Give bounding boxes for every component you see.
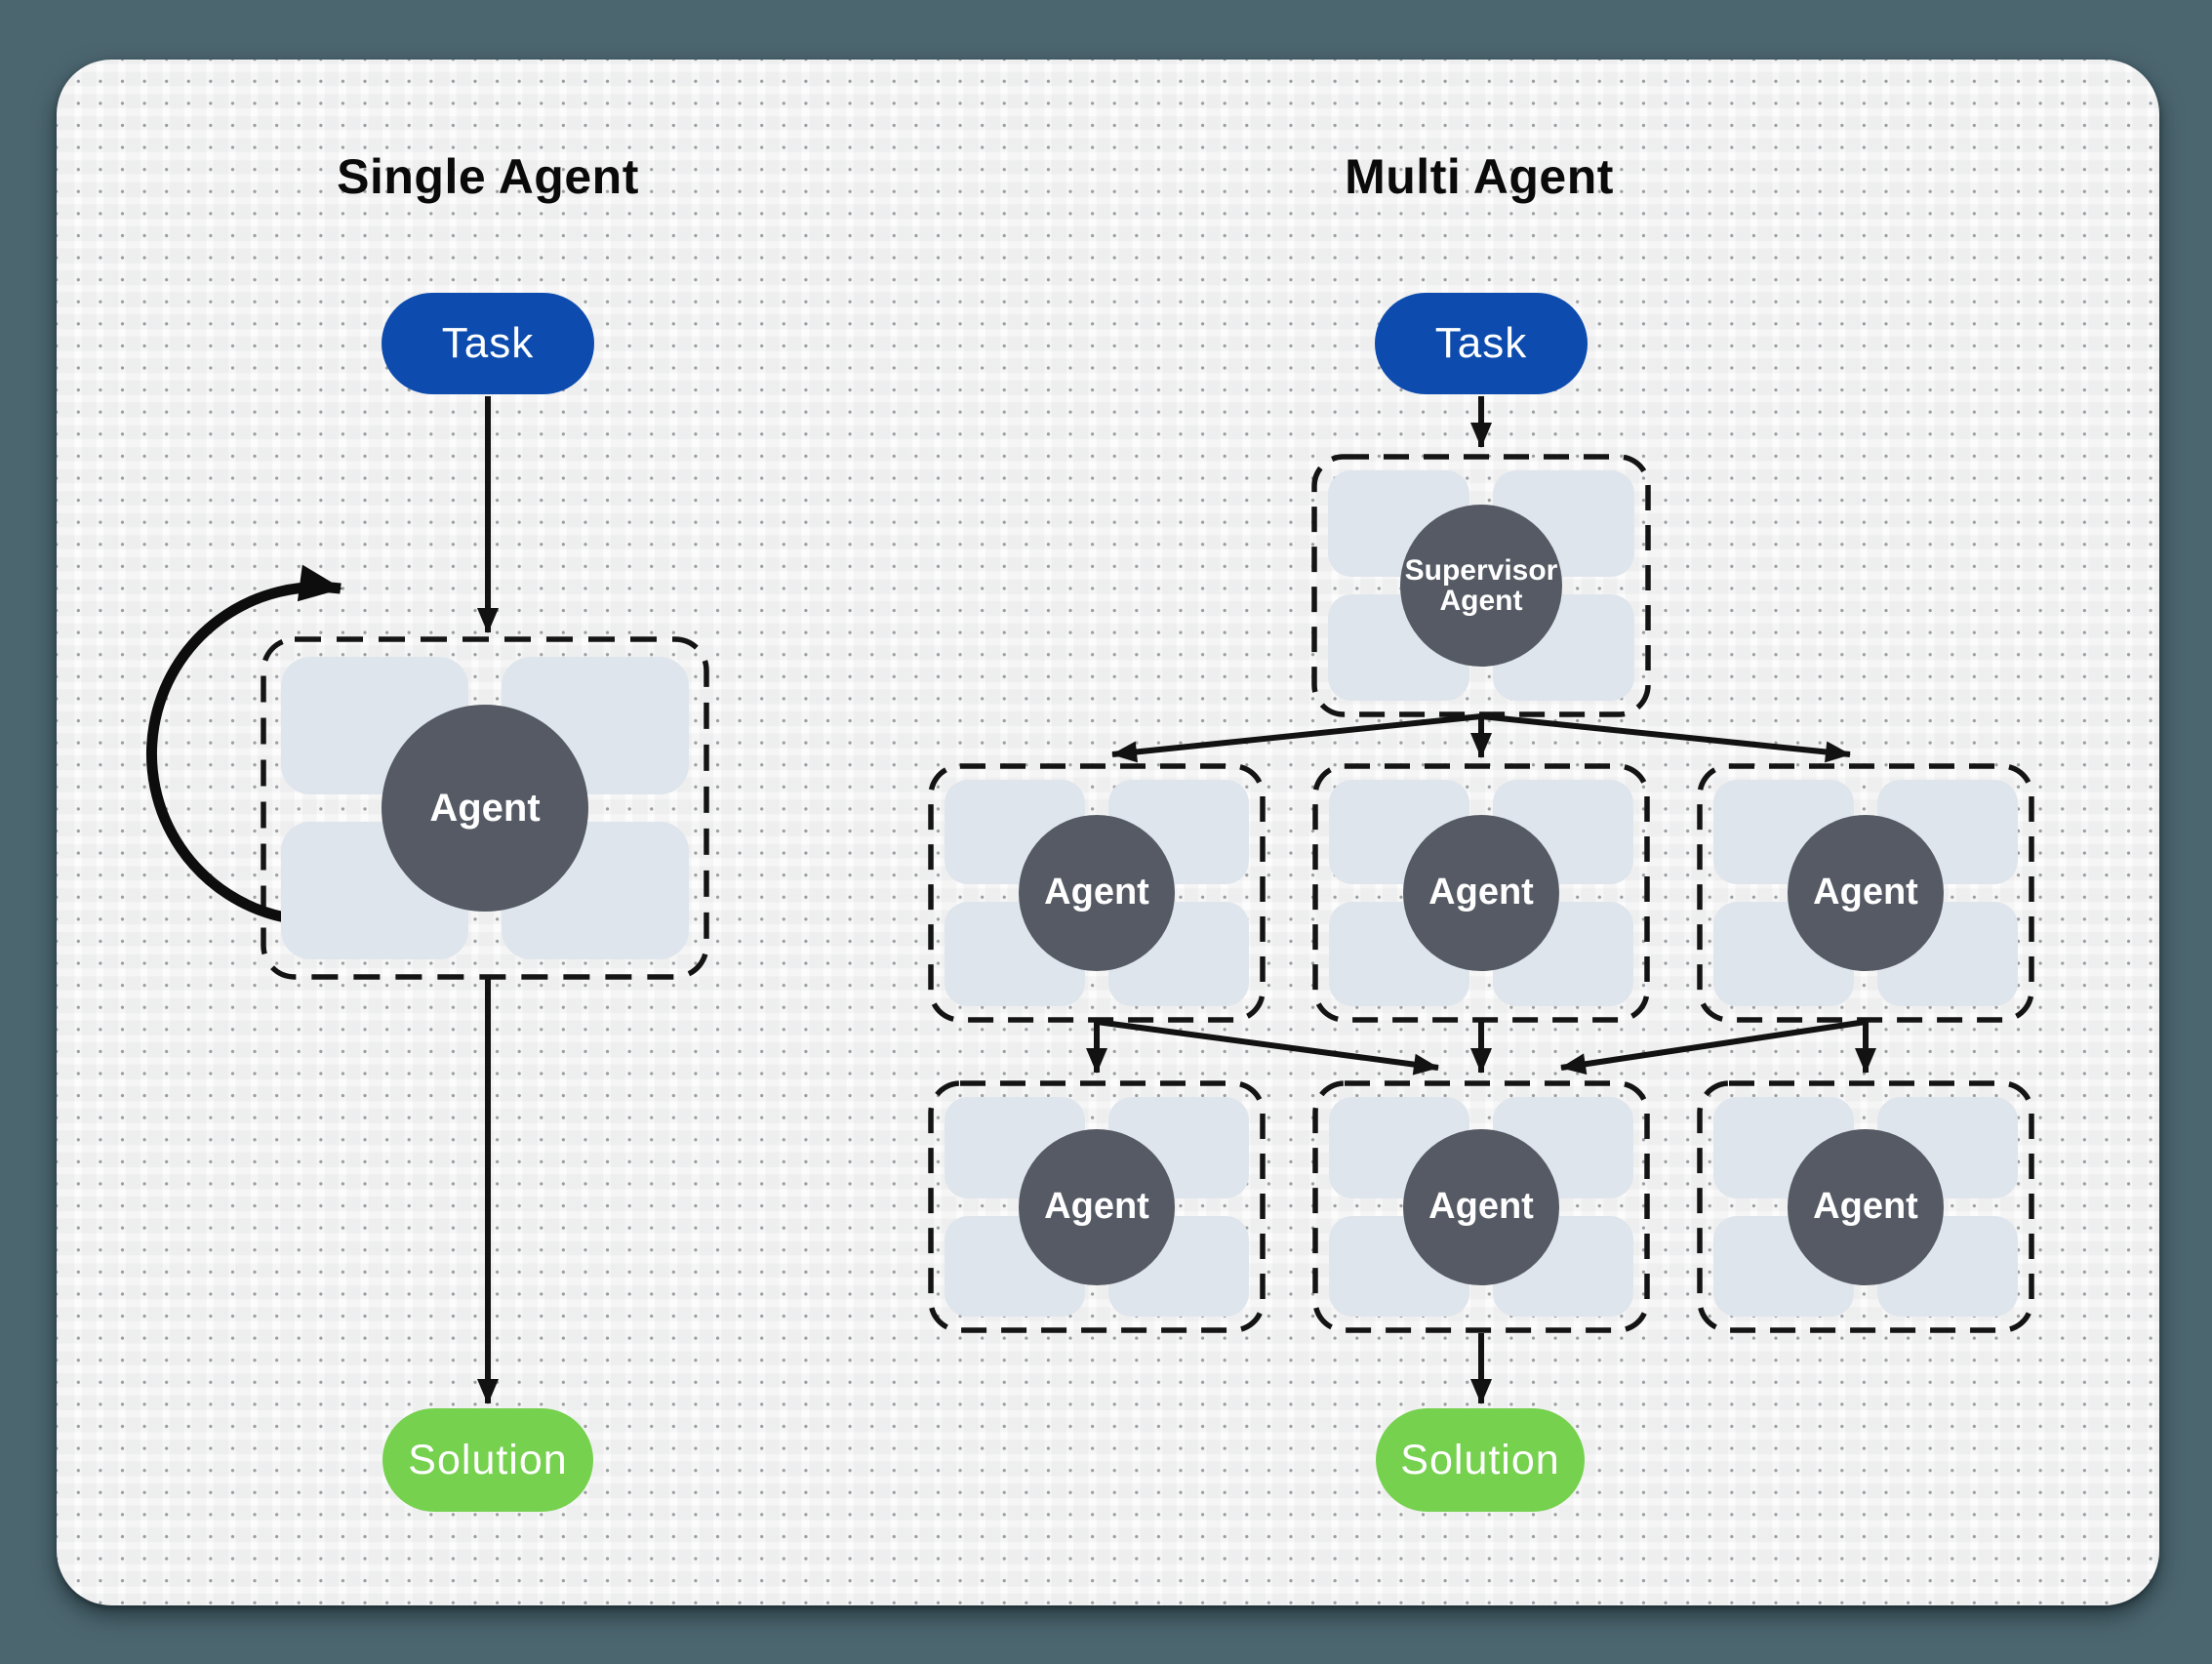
single-agent-box: Agent [263,639,706,977]
single-solution-label: Solution [408,1436,568,1483]
supervisor-agent-box: Supervisor Agent [1314,457,1648,714]
agent-box-row2-left: Agent [931,1083,1263,1330]
agent-label: Agent [1044,1185,1149,1227]
single-agent-circle: Agent [382,705,588,912]
supervisor-label-line1: Supervisor [1404,553,1558,587]
multi-solution-label: Solution [1400,1436,1560,1483]
agent-circle: Agent [1019,815,1175,971]
agent-label: Agent [1813,1185,1918,1227]
agent-circle: Agent [1788,815,1944,971]
multi-solution-pill: Solution [1376,1408,1585,1512]
single-task-label: Task [441,319,535,367]
single-agent-label: Agent [429,787,541,830]
agent-label: Agent [1813,872,1918,913]
agent-box-row2-mid: Agent [1315,1083,1647,1330]
agent-circle: Agent [1403,1128,1559,1285]
supervisor-agent-circle: Supervisor Agent [1400,505,1562,667]
agent-box-row1-mid: Agent [1315,766,1647,1020]
single-agent-title: Single Agent [337,149,639,204]
multi-agent-title: Multi Agent [1345,149,1614,204]
multi-task-label: Task [1434,319,1528,367]
multi-task-pill: Task [1375,293,1588,394]
agent-circle: Agent [1403,815,1559,971]
agent-circle: Agent [1019,1128,1175,1285]
agent-label: Agent [1044,872,1149,913]
agent-label: Agent [1428,872,1534,913]
supervisor-label-line2: Agent [1439,585,1523,617]
agent-label: Agent [1428,1185,1534,1227]
agent-circle: Agent [1788,1128,1944,1285]
single-solution-pill: Solution [382,1408,593,1512]
single-task-pill: Task [382,293,594,394]
agent-box-row2-right: Agent [1700,1083,2031,1330]
agent-box-row1-right: Agent [1700,766,2031,1020]
agent-box-row1-left: Agent [931,766,1263,1020]
